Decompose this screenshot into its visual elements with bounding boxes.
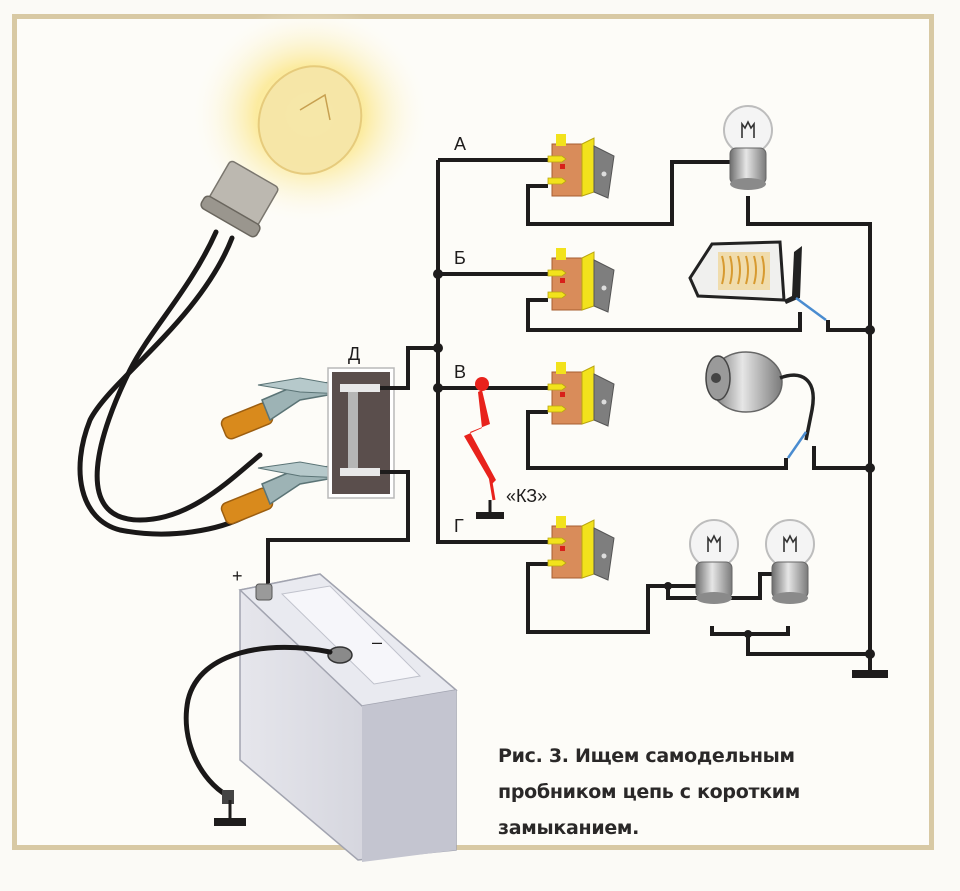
lamp-g1-icon xyxy=(689,519,739,605)
branch-label-b: Б xyxy=(454,248,466,268)
junction-nodes xyxy=(433,269,875,659)
battery-icon xyxy=(183,573,458,862)
caption-line: пробником цепь с коротким xyxy=(498,781,801,803)
lamp-g2-icon xyxy=(765,519,815,605)
branch-label-g: Г xyxy=(454,516,464,536)
battery-plus-label: + xyxy=(232,566,243,586)
probe-cables xyxy=(77,229,263,537)
probe-lamp-icon xyxy=(200,65,363,238)
figure-caption: Рис. 3. Ищем самодельным пробником цепь … xyxy=(498,738,918,846)
caption-line: Рис. 3. Ищем самодельным xyxy=(498,745,795,767)
caption-line: замыканием. xyxy=(498,817,640,839)
lamp-a-icon xyxy=(723,105,773,191)
short-circuit-label: «КЗ» xyxy=(506,486,547,506)
clip-upper-icon xyxy=(220,377,346,440)
wiring xyxy=(266,158,888,678)
battery-minus-label: – xyxy=(372,632,382,652)
branch-label-v: В xyxy=(454,362,466,382)
short-circuit-bolt-icon xyxy=(464,377,504,519)
motor-icon xyxy=(705,351,815,459)
switch-v-icon[interactable] xyxy=(547,361,615,427)
switch-a-icon[interactable] xyxy=(547,133,615,199)
fuse-label-d: Д xyxy=(348,344,360,364)
heated-mirror-icon xyxy=(688,240,827,322)
switch-b-icon[interactable] xyxy=(547,247,615,313)
branch-label-a: А xyxy=(454,134,466,154)
switch-g-icon[interactable] xyxy=(547,515,615,581)
